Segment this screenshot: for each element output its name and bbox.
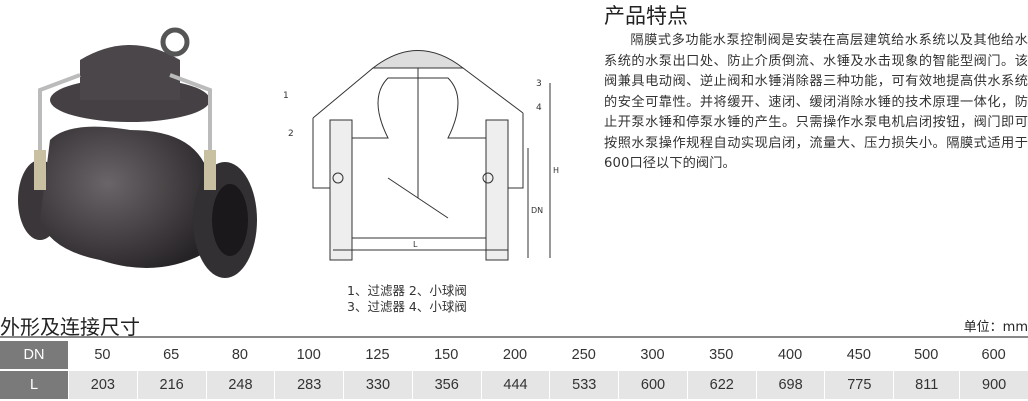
dimensions-table: DN 50 65 80 100 125 150 200 250 300 350 400 450 500 60… [0,339,1028,401]
table-cell: 300 [640,347,665,363]
label-2: 2 [288,129,294,139]
table-cell: 533 [549,371,619,399]
features-title: 产品特点 [604,4,688,28]
label-3: 3 [536,79,542,89]
features-body: 隔膜式多功能水泵控制阀是安装在高层建筑给水系统以及其他给水系统的水泵出口处、防止… [604,33,1028,171]
table-cell: 216 [136,371,206,399]
diagram-legend: 1、过滤器 2、小球阀 3、过滤器 4、小球阀 [347,283,467,315]
label-1: 1 [283,91,289,101]
table-cell: 600 [981,347,1006,363]
table-top-rule [0,336,1028,338]
unit-label: 单位：mm [963,320,1028,335]
table-cell: 50 [94,347,111,363]
table-cell: 200 [502,347,528,363]
legend-line: 1、过滤器 2、小球阀 [347,283,467,298]
table-cell: 775 [824,371,894,399]
table-cell: 622 [686,371,756,399]
table-cell: 350 [709,347,734,363]
table-cell: 698 [755,371,825,399]
table-cell: 203 [68,371,137,399]
table-cell: 900 [959,371,1028,399]
table-cell: 80 [231,347,248,363]
row-header: DN [0,341,68,369]
table-cell: 450 [846,347,871,363]
label-4: 4 [536,103,542,113]
table-cell: 356 [411,371,481,399]
valve-photo [18,27,257,278]
table-cell: 248 [205,371,275,399]
label-l: L [413,240,418,249]
table-cell: 500 [914,347,939,363]
table-cell: 283 [274,371,344,399]
label-h: H [553,166,559,175]
row-header: L [0,371,68,399]
label-dn: DN [531,206,543,215]
table-cell: 811 [893,371,960,399]
table-cell: 150 [434,347,459,363]
table-cell: 250 [571,347,596,363]
table-cell: 125 [365,347,390,363]
dimensions-title: 外形及连接尺寸 [0,315,140,339]
table-cell: 400 [777,347,803,363]
table-cell: 600 [618,371,687,399]
table-cell: 65 [163,347,180,363]
valve-schematic: 1 2 3 4 H DN L [283,50,559,261]
table-row-dn: DN 50 65 80 100 125 150 200 250 300 350 400 450 500 60… [0,341,1028,369]
table-cell: 100 [296,347,321,363]
table-cell: 444 [480,371,550,399]
table-cell: 330 [343,371,412,399]
legend-line: 3、过滤器 4、小球阀 [347,299,467,314]
